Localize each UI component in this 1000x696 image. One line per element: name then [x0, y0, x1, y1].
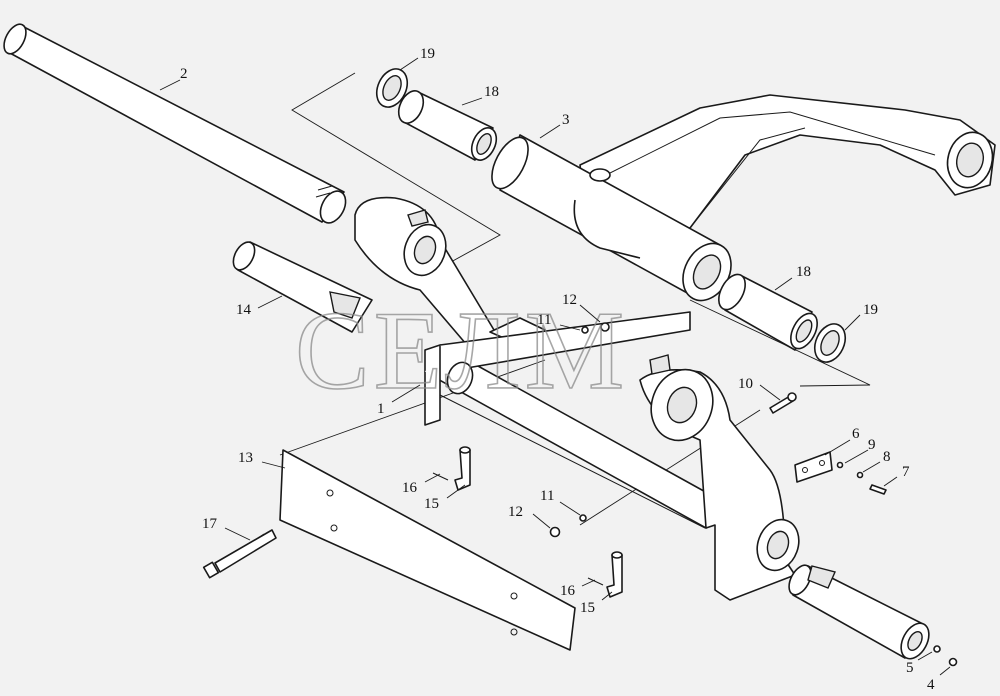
part-9-washer [836, 461, 844, 469]
callout-14: 14 [236, 302, 252, 318]
callout-15: 15 [580, 600, 595, 616]
part-12-nut-lower [549, 526, 561, 538]
part-14-short-shaft [232, 241, 373, 333]
part-2-long-shaft [3, 23, 347, 224]
callout-4: 4 [927, 677, 935, 693]
callout-1: 1 [377, 401, 385, 417]
callout-19: 19 [863, 302, 878, 318]
callout-3: 3 [562, 112, 570, 128]
part-18-bushing-lower [718, 273, 818, 351]
part-16-cotter-upper [432, 472, 449, 481]
callout-18: 18 [484, 84, 499, 100]
callout-6: 6 [852, 426, 860, 442]
part-10-bolt [769, 392, 797, 414]
part-6-small-plate [794, 451, 833, 483]
part-11-washer-lower [579, 514, 587, 522]
part-4-bolt [948, 657, 958, 667]
callout-labels: 19 18 3 2 14 12 11 1 18 19 10 6 9 8 7 13… [180, 46, 935, 693]
part-11-washer-upper [581, 326, 589, 334]
callout-12: 12 [562, 292, 577, 308]
callout-16: 16 [560, 583, 576, 599]
callout-12: 12 [508, 504, 523, 520]
callout-9: 9 [868, 437, 876, 453]
callout-18: 18 [796, 264, 811, 280]
callout-10: 10 [738, 376, 753, 392]
part-3-lever-arm [491, 94, 996, 302]
part-axle-lower-right [788, 564, 930, 660]
part-15-pin-upper [454, 446, 471, 491]
part-8-washer [856, 471, 864, 479]
part-15-pin-lower [606, 551, 623, 598]
watermark-text: СЕЛМ [295, 289, 628, 413]
part-16-cotter-lower [587, 577, 604, 586]
part-18-bushing-upper [397, 90, 498, 161]
callout-2: 2 [180, 66, 188, 82]
part-19-ring-lower [813, 323, 847, 363]
part-12-nut-upper [600, 322, 610, 332]
callout-15: 15 [424, 496, 439, 512]
callout-16: 16 [402, 480, 418, 496]
part-17-long-bolt [202, 529, 277, 579]
callout-5: 5 [906, 660, 914, 676]
callout-7: 7 [902, 464, 910, 480]
callout-leaders [159, 57, 951, 676]
callout-11: 11 [540, 488, 554, 504]
callout-19: 19 [420, 46, 435, 62]
callout-13: 13 [238, 450, 253, 466]
part-5-washer [933, 645, 941, 653]
callout-8: 8 [883, 449, 891, 465]
part-1-frame [354, 196, 800, 601]
part-13-plate [279, 449, 576, 651]
callout-17: 17 [202, 516, 218, 532]
part-7-screw [869, 484, 887, 495]
callout-11: 11 [537, 312, 551, 328]
